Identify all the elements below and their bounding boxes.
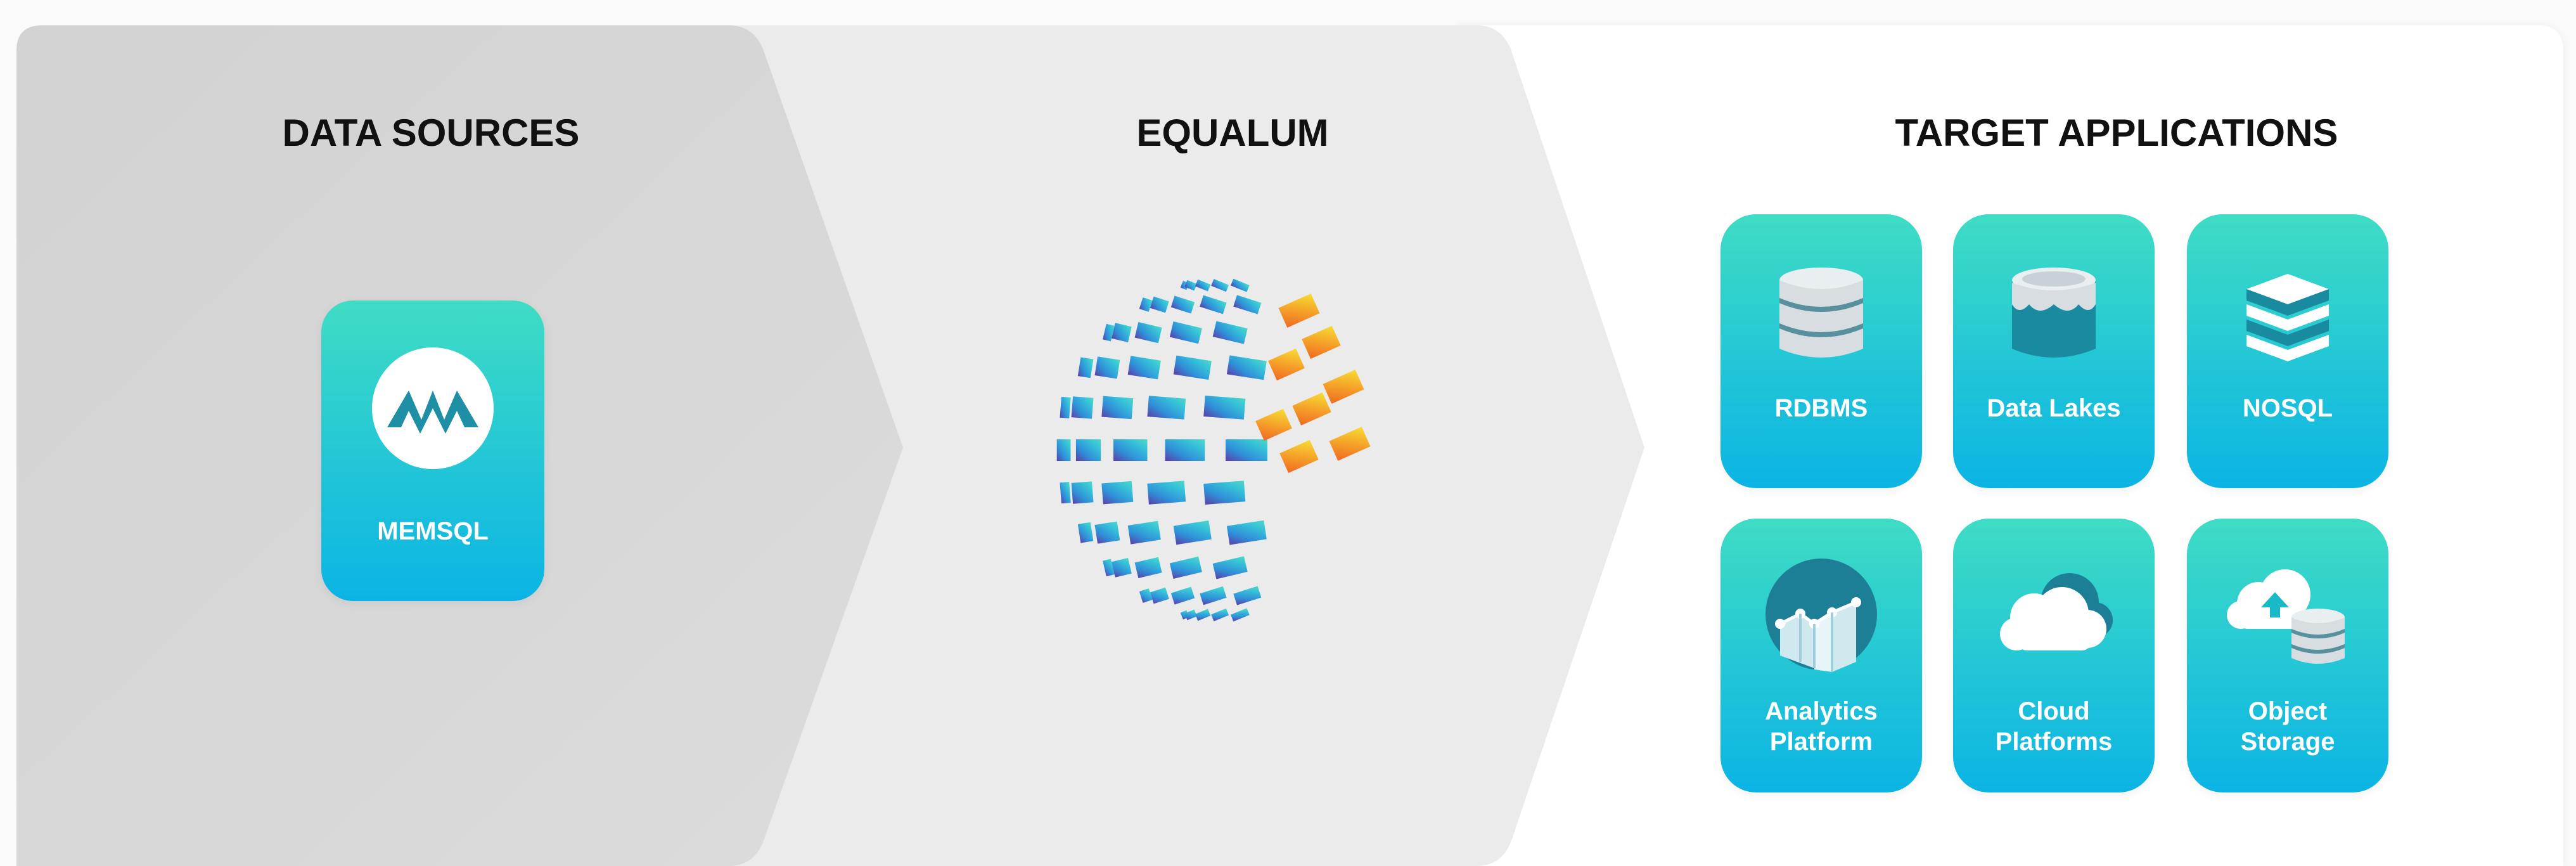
target-tile-object-storage[interactable]: Object Storage [2187,519,2388,792]
database-icon [1721,265,1922,366]
logo-flame-cell [1292,392,1331,426]
logo-globe-cell [1169,321,1202,344]
analytics-chart-icon [1721,554,1922,675]
logo-globe-cell [1150,296,1169,313]
logo-globe-cell [1212,321,1248,344]
logo-globe-cell [1203,481,1246,505]
target-label-cloud-platforms: Cloud Platforms [1953,696,2155,757]
logo-flame-cell [1329,427,1371,461]
logo-globe-cell [1211,279,1229,292]
target-label-nosql: NOSQL [2242,394,2333,422]
logo-globe-cell [1150,587,1169,604]
target-tile-analytics-platform[interactable]: Analytics Platform [1721,519,1922,792]
logo-globe-cell [1211,608,1229,621]
logo-globe-cell [1139,588,1153,603]
logo-flame-cell [1255,408,1292,441]
data-lake-icon [1953,265,2155,366]
logo-globe-cell [1103,559,1115,577]
data-sources-heading: DATA SOURCES [282,112,580,154]
logo-globe-cell [1071,481,1094,504]
logo-flame-cell [1278,294,1320,328]
logo-globe-cell [1170,586,1195,605]
target-label-line: Platforms [1995,728,2113,756]
logo-globe-cell [1200,586,1227,605]
logo-globe-cell [1173,520,1212,545]
logo-globe-cell [1134,557,1162,579]
logo-globe-cell [1077,357,1094,378]
logo-globe-cell [1231,608,1250,622]
logo-flame-cell [1302,325,1341,359]
logo-globe-cell [1231,278,1250,292]
target-label-line: Object [2248,697,2328,725]
target-tile-data-lakes[interactable]: Data Lakes [1953,214,2155,488]
logo-globe-cell [1200,295,1227,314]
target-label-line: Analytics [1765,697,1878,725]
equalum-heading: EQUALUM [1136,112,1329,154]
logo-globe-cell [1075,439,1101,461]
target-label-object-storage: Object Storage [2187,696,2388,757]
equalum-logo-icon [1056,278,1371,622]
logo-globe-cell [1226,439,1267,461]
target-label-analytics-platform: Analytics Platform [1721,696,1922,757]
target-label-line: Platform [1769,728,1873,756]
logo-globe-cell [1139,297,1153,312]
logo-globe-cell [1203,396,1246,420]
target-tile-rdbms[interactable]: RDBMS [1721,214,1922,488]
memsql-label: MEMSQL [377,517,489,545]
memsql-logo-icon [321,345,544,472]
logo-globe-cell [1184,609,1197,621]
logo-globe-cell [1094,356,1120,379]
logo-globe-cell [1226,520,1267,545]
logo-globe-cell [1165,439,1205,461]
logo-globe-cell [1103,323,1115,342]
logo-globe-cell [1060,482,1071,504]
layers-icon [2187,265,2388,366]
target-applications-heading: TARGET APPLICATIONS [1895,112,2338,154]
logo-globe-cell [1173,355,1212,380]
logo-globe-cell [1170,295,1195,314]
logo-globe-cell [1101,396,1134,420]
target-label-line: Storage [2240,728,2335,756]
logo-globe-cell [1169,556,1202,579]
logo-flame-cell [1279,439,1319,474]
cloud-icon [1953,567,2155,662]
logo-flame-cell [1323,370,1364,404]
logo-globe-cell [1071,396,1094,419]
logo-globe-cell [1113,439,1148,461]
cloud-upload-storage-icon [2187,563,2388,671]
target-label-rdbms: RDBMS [1774,394,1868,422]
logo-globe-cell [1195,279,1211,292]
logo-globe-cell [1127,520,1161,545]
logo-flame-cell [1268,348,1305,381]
logo-globe-cell [1147,481,1186,505]
logo-globe-cell [1094,521,1120,544]
logo-globe-cell [1112,558,1132,578]
target-label-line: Cloud [2018,697,2090,725]
logo-globe-cell [1060,396,1071,418]
logo-globe-cell [1226,355,1267,380]
logo-globe-cell [1233,586,1262,605]
logo-globe-cell [1134,321,1162,344]
memsql-source-tile[interactable]: MEMSQL [321,301,544,601]
logo-globe-cell [1212,556,1248,579]
target-label-data-lakes: Data Lakes [1987,394,2121,422]
logo-globe-cell [1056,439,1071,461]
target-tile-cloud-platforms[interactable]: Cloud Platforms [1953,519,2155,792]
logo-globe-cell [1112,323,1132,342]
logo-globe-cell [1184,280,1197,291]
logo-globe-cell [1147,396,1186,420]
logo-globe-cell [1127,356,1161,380]
logo-globe-cell [1233,295,1262,314]
logo-globe-cell [1195,609,1211,621]
target-tile-nosql[interactable]: NOSQL [2187,214,2388,488]
logo-globe-cell [1077,522,1094,543]
logo-globe-cell [1101,481,1134,505]
